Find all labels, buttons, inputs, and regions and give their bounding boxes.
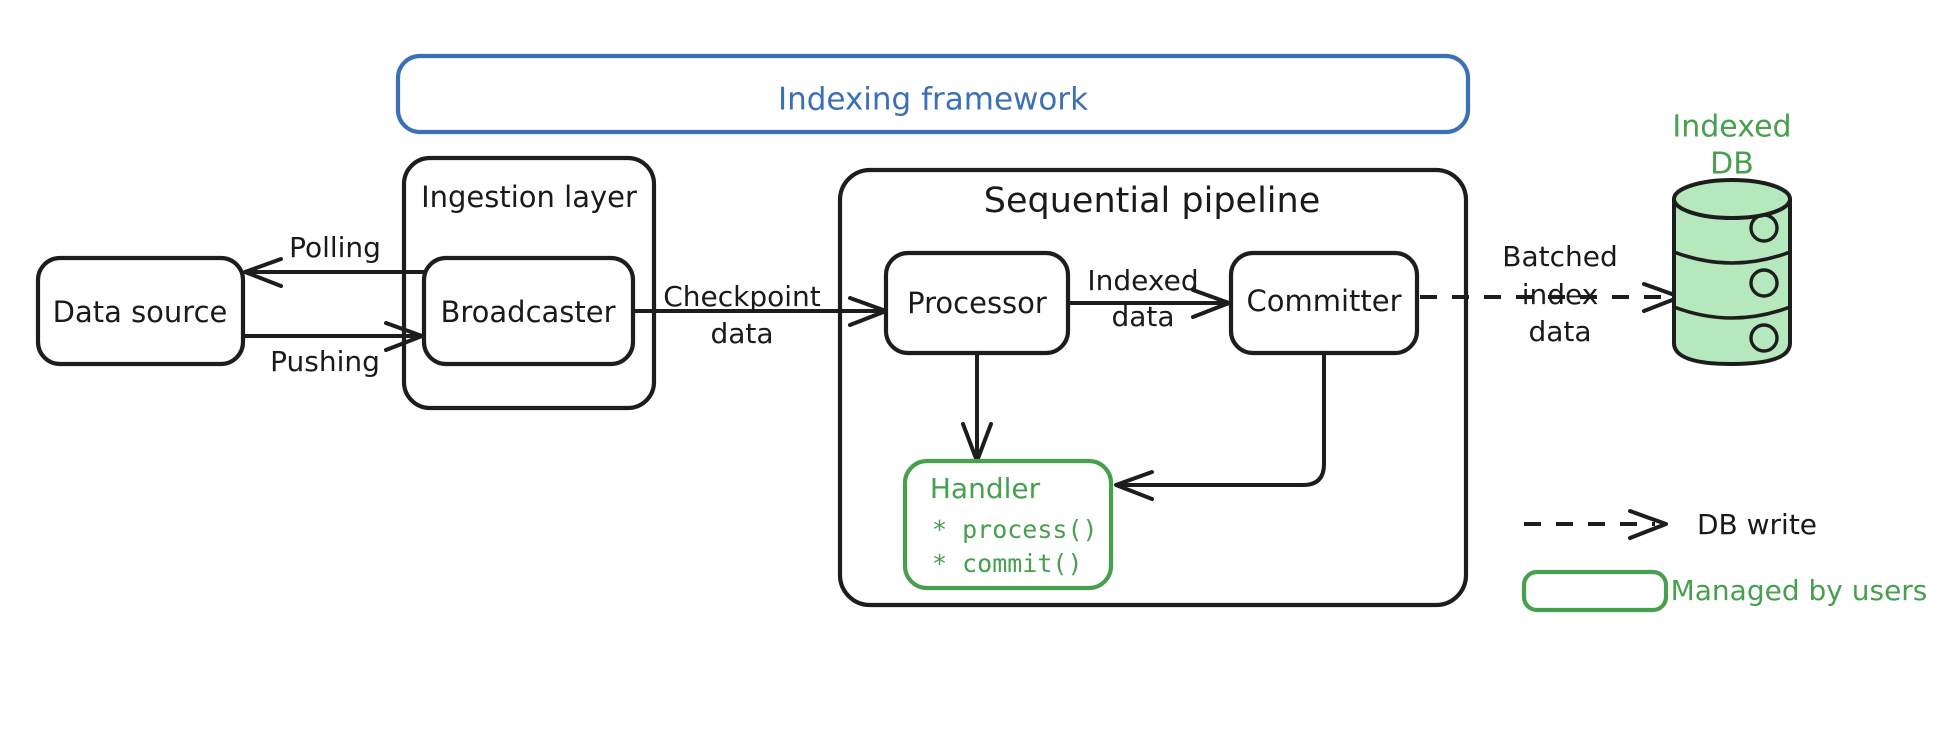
handler-box[interactable] (902, 458, 1114, 591)
batched-label-line3: data (1528, 315, 1591, 348)
db-indicator-dot-3 (1749, 323, 1779, 353)
indexed-label-line2: data (1111, 300, 1174, 333)
edge-processor-to-handler (961, 351, 993, 463)
db-indicator-dot-2 (1749, 268, 1779, 298)
pushing-label: Pushing (270, 345, 380, 378)
edge-polling: Polling (243, 231, 426, 288)
db-tier-divider-1 (1672, 250, 1792, 265)
indexed-db-label-line1: Indexed (1672, 110, 1791, 145)
batched-label-line1: Batched (1502, 240, 1618, 273)
indexed-db-node[interactable]: Indexed DB (1672, 110, 1792, 366)
edge-pushing: Pushing (241, 321, 424, 378)
polling-arrowhead (243, 257, 283, 288)
ingestion-layer-container: Ingestion layer (401, 155, 657, 411)
checkpoint-label-line2: data (710, 317, 773, 350)
broadcaster-label: Broadcaster (440, 295, 615, 329)
committer-handler-arrowhead (1114, 470, 1154, 501)
polling-label: Polling (289, 231, 381, 264)
db-cylinder-top (1672, 178, 1792, 220)
legend-managed-by-users-label: Managed by users (1671, 574, 1928, 607)
edge-indexed-data: Indexed data (1066, 264, 1231, 333)
edge-committer-to-handler (1114, 351, 1326, 501)
committer-label: Committer (1246, 284, 1401, 318)
sequential-pipeline-container: Sequential pipeline (837, 167, 1469, 608)
broadcaster-node[interactable]: Broadcaster (421, 255, 636, 367)
committer-handler-line (1118, 351, 1326, 487)
db-tier-divider-2 (1672, 305, 1792, 320)
processor-node[interactable]: Processor (883, 250, 1071, 356)
data-source-box[interactable] (35, 255, 246, 367)
indexed-db-label-line2: DB (1710, 147, 1754, 182)
committer-node[interactable]: Committer (1228, 250, 1420, 356)
data-source-label: Data source (53, 295, 228, 329)
indexing-framework-container: Indexing framework (395, 53, 1471, 135)
legend-row-managed-by-users: Managed by users (1521, 569, 1928, 613)
sequential-pipeline-label: Sequential pipeline (984, 181, 1320, 221)
data-source-node[interactable]: Data source (35, 255, 246, 367)
legend-db-write-label: DB write (1697, 508, 1817, 541)
legend-green-swatch (1521, 569, 1669, 613)
handler-method-process: * process() (932, 515, 1098, 544)
handler-method-commit: * commit() (932, 549, 1083, 578)
ingestion-layer-label: Ingestion layer (421, 180, 637, 214)
processor-label: Processor (907, 286, 1047, 320)
ingestion-layer-box (401, 155, 657, 411)
handler-title: Handler (930, 472, 1041, 505)
legend-dashed-arrowhead (1628, 509, 1668, 540)
indexing-framework-label: Indexing framework (778, 82, 1088, 118)
sequential-pipeline-box (837, 167, 1469, 608)
db-cylinder-body (1672, 197, 1792, 366)
edge-checkpoint-data: Checkpoint data (631, 280, 888, 350)
pushing-arrowhead (384, 321, 424, 352)
batched-label-line2: index (1522, 278, 1599, 311)
legend: DB write Managed by users (1521, 508, 1928, 613)
legend-row-db-write: DB write (1524, 508, 1817, 541)
edge-batched-index-data: Batched index data (1420, 240, 1682, 348)
database-cylinder-icon[interactable] (1672, 178, 1792, 366)
indexed-label-line1: Indexed (1087, 264, 1198, 297)
handler-node[interactable]: Handler * process() * commit() (902, 458, 1114, 591)
indexing-framework-box (395, 53, 1471, 135)
checkpoint-label-line1: Checkpoint (663, 280, 821, 313)
indexed-arrowhead (1191, 288, 1231, 319)
db-indicator-dot-1 (1749, 213, 1779, 243)
